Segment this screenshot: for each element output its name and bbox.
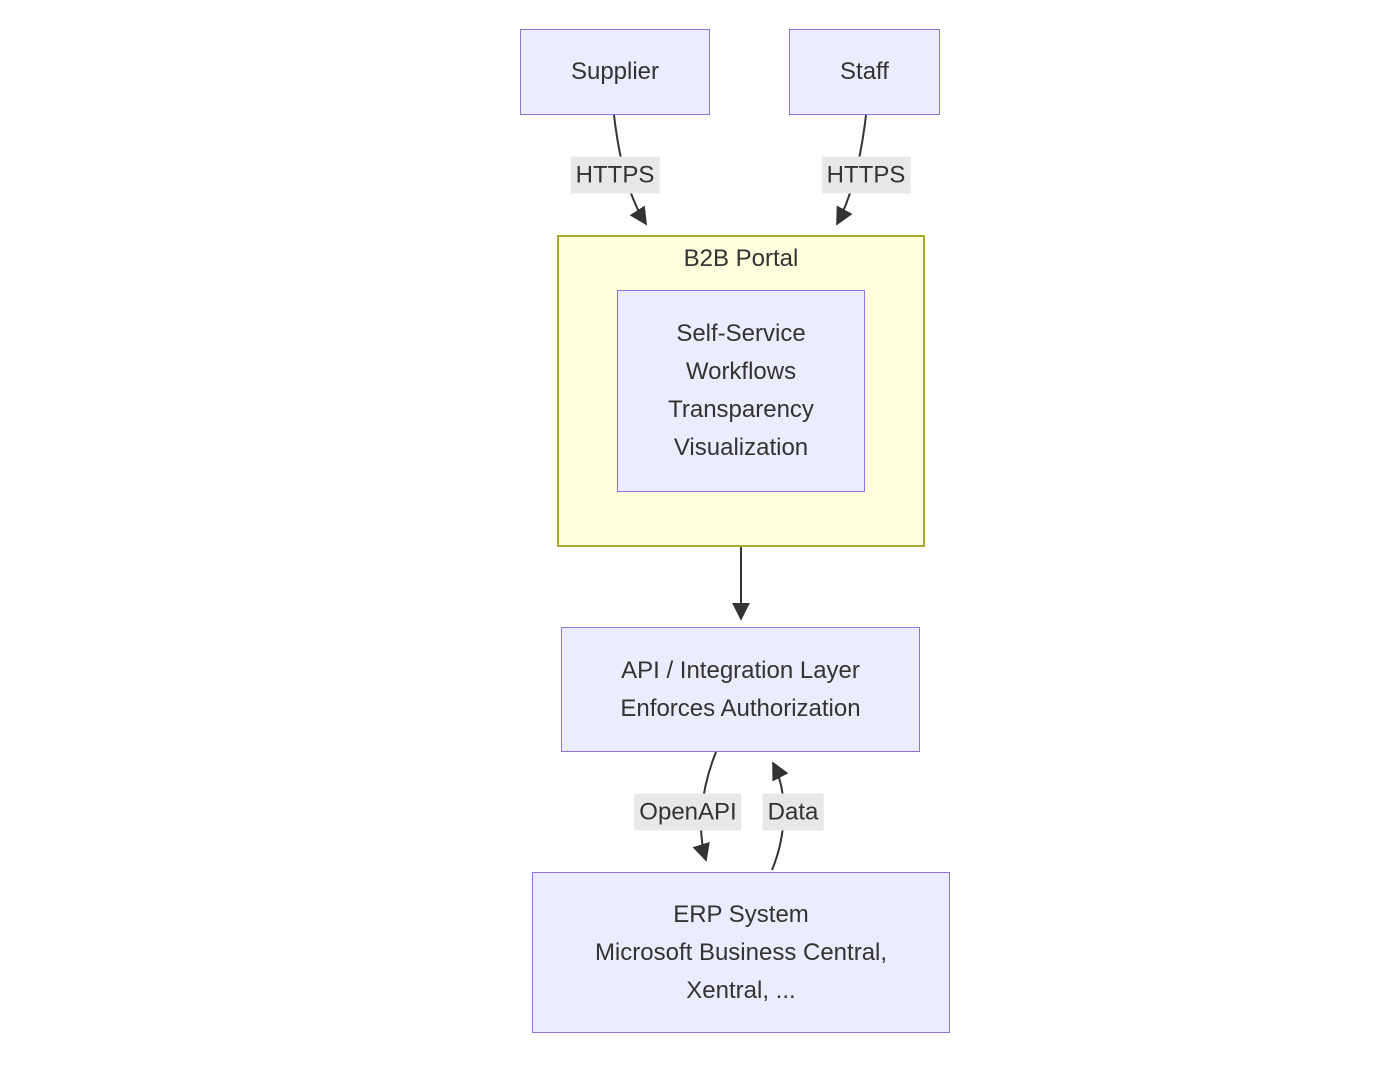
node-erp-system-line: Microsoft Business Central,: [594, 938, 888, 966]
node-api-integration-layer-line: Enforces Authorization: [620, 694, 861, 722]
subgraph-b2b-portal-title: B2B Portal: [683, 245, 799, 272]
node-portal-features: Self-Service Workflows Transparency Visu…: [617, 290, 865, 492]
node-erp-system-line: Xentral, ...: [686, 976, 796, 1004]
node-erp-system-line: ERP System: [673, 900, 809, 928]
node-supplier: Supplier: [520, 29, 710, 115]
node-portal-features-line: Transparency: [668, 396, 814, 423]
node-supplier-label: Supplier: [570, 58, 660, 85]
node-staff: Staff: [789, 29, 940, 115]
edge-label-https-staff: HTTPS: [821, 156, 911, 194]
node-api-integration-layer-line: API / Integration Layer: [621, 656, 860, 684]
edge-label-https-supplier: HTTPS: [570, 156, 660, 194]
node-portal-features-line: Workflows: [685, 358, 797, 385]
node-portal-features-line: Self-Service: [676, 320, 806, 347]
node-api-integration-layer: API / Integration Layer Enforces Authori…: [561, 627, 920, 752]
node-erp-system: ERP System Microsoft Business Central, X…: [532, 872, 950, 1033]
edge-label-data: Data: [762, 793, 824, 831]
edge-label-openapi: OpenAPI: [634, 793, 742, 831]
node-portal-features-line: Visualization: [673, 434, 809, 461]
node-staff-label: Staff: [840, 58, 889, 85]
